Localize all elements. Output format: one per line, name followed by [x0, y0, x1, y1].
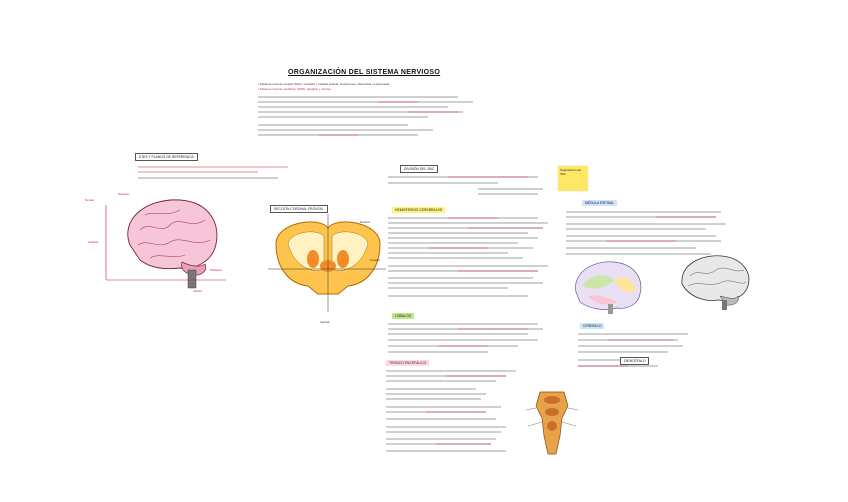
sticky-note: Organización del SNC: [558, 166, 588, 191]
brain-sagittal-diagram: [575, 261, 642, 314]
division-header: DIVISIÓN DEL SNC: [400, 165, 439, 173]
intro-line-2: • Sistema nervioso periférico (SNP): gan…: [258, 86, 332, 91]
corte-header: SECCIÓN CORONAL FRONTAL: [270, 205, 328, 213]
label-superior: Superior: [118, 192, 130, 196]
notes-lines-top: [258, 96, 473, 136]
coronal-section-diagram: [268, 214, 386, 312]
label-posterior: Posterior: [210, 268, 223, 272]
label-anterior: Anterior: [88, 240, 99, 244]
intro-line-1: • Sistema nervioso central (SNC): encéfa…: [258, 82, 390, 86]
brainstem-diagram: [525, 391, 579, 455]
brain-gray-diagram: [681, 255, 750, 310]
intro-text: • Sistema nervioso central (SNC): encéfa…: [258, 82, 390, 91]
planos-header: EJES Y PLANOS DE REFERENCIA: [135, 153, 198, 161]
label-inferior: Inferior: [193, 289, 203, 293]
lobulos-header: LÓBULOS: [392, 313, 415, 319]
tronco-header: TRONCO ENCEFÁLICO: [386, 360, 430, 366]
label-dorsal: Dorsal: [85, 198, 94, 202]
brain-axes: [105, 205, 226, 281]
division-notes: [388, 176, 543, 195]
label-rostral: Rostral: [360, 220, 370, 224]
planos-notes: [138, 166, 288, 179]
cerebelo-notes: [578, 333, 688, 367]
medula-header: MÉDULA ESPINAL: [582, 200, 618, 206]
hemisferios-header: HEMISFERIOS CEREBRALES: [392, 207, 446, 213]
tronco-notes: [386, 370, 516, 452]
medula-notes: [566, 211, 726, 255]
hemisferios-notes: [388, 217, 548, 297]
page-title: ORGANIZACIÓN DEL SISTEMA NERVIOSO: [288, 69, 441, 76]
brain-lateral-diagram: [127, 199, 218, 289]
lobulos-notes: [388, 323, 543, 353]
label-caudal: Caudal: [370, 258, 380, 262]
diencefalo-header: DIENCÉFALO: [620, 357, 650, 365]
label-ventral: Ventral: [320, 320, 330, 324]
cerebelo-header: CEREBELO: [580, 323, 605, 329]
